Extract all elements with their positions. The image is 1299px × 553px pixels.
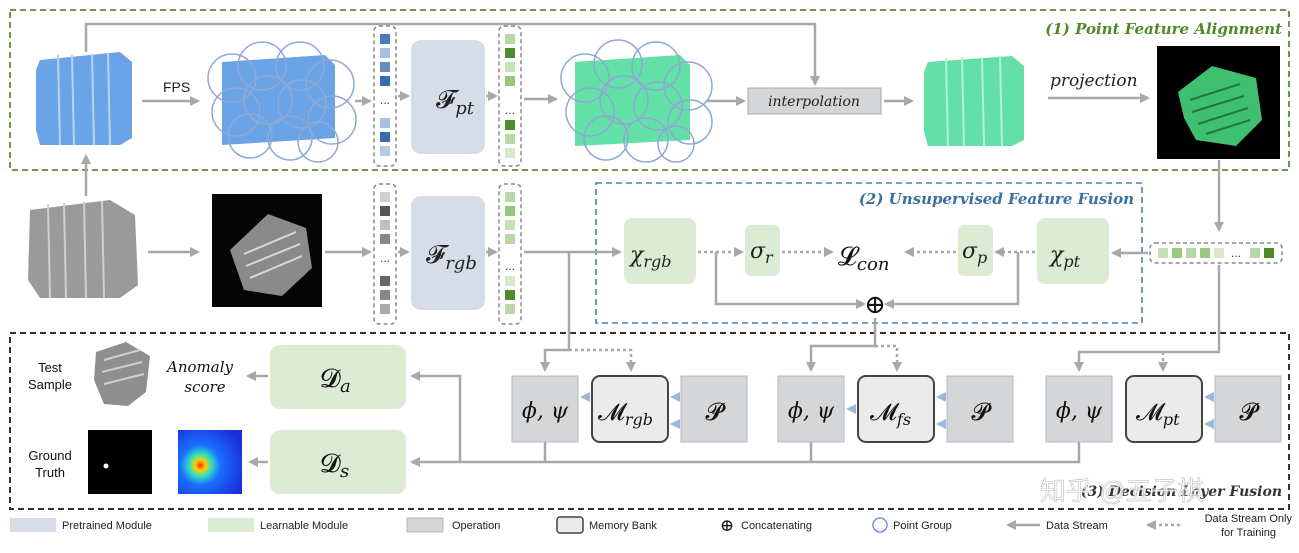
- legend-training-stream-label-1: Data Stream Only: [1205, 513, 1293, 525]
- rgb-input-tokens: ...: [373, 183, 397, 325]
- legend-point-group-icon: [872, 517, 888, 533]
- legend-pretrained-swatch: [10, 518, 56, 532]
- arrow-rgb-down-to-decision: [540, 252, 571, 372]
- legend-learnable-label: Learnable Module: [260, 520, 348, 532]
- m-pt-label: 𝓜pt: [1136, 398, 1180, 429]
- legend-operation-swatch: [406, 517, 444, 533]
- point-cloud-green: [924, 55, 1024, 147]
- watermark: 知乎 @五子棋: [1040, 476, 1204, 506]
- concat-icon: ⊕: [864, 290, 886, 320]
- learnable-sigma-p-box: [958, 225, 993, 276]
- svg-text:...: ...: [505, 259, 515, 273]
- m-fs-label: 𝓜fs: [870, 398, 911, 429]
- phi-psi-rgb-label: ϕ, ψ: [522, 399, 569, 424]
- arrow-rgb-train-to-mrgb: [569, 348, 636, 372]
- ds-label: 𝓓s: [320, 449, 349, 482]
- arrow-concat-train-to-mfs: [875, 344, 902, 372]
- pt-projected-tokens: ...: [1149, 242, 1283, 264]
- anomaly-score-line2: score: [184, 378, 225, 396]
- memory-bank-pt: [1125, 375, 1203, 443]
- op-phi-psi-pt: [1045, 375, 1113, 443]
- legend-memory-label: Memory Bank: [589, 520, 657, 532]
- pretrained-fpt-box: [411, 40, 485, 154]
- chi-pt-label: χpt: [1048, 243, 1081, 271]
- p-rgb-label: 𝓟: [705, 398, 726, 426]
- op-p-fs: [946, 375, 1014, 443]
- p-pt-label: 𝓟: [1239, 398, 1260, 426]
- arrow-pt-down-to-decision: [1074, 265, 1221, 372]
- section-point-alignment-title: (1) Point Feature Alignment: [1045, 20, 1282, 38]
- memory-bank-rgb: [591, 375, 669, 443]
- arrow-chi-rgb-to-concat: [714, 252, 866, 309]
- legend-point-group-label: Point Group: [893, 520, 952, 532]
- da-label: 𝓓a: [320, 364, 351, 397]
- projected-feature-map: [1157, 46, 1280, 159]
- op-phi-psi-fs: [777, 375, 845, 443]
- svg-text:...: ...: [380, 93, 390, 107]
- test-sample-line1: Test: [38, 360, 62, 375]
- legend-training-stream-label-2: for Training: [1221, 527, 1276, 539]
- legend: Pretrained Module Learnable Module Opera…: [10, 513, 1292, 539]
- ground-truth-mask: [88, 430, 152, 494]
- p-fs-label: 𝓟: [971, 398, 992, 426]
- phi-psi-fs-label: ϕ, ψ: [788, 399, 835, 424]
- sigma-p-label: σp: [962, 239, 987, 267]
- svg-text:...: ...: [1231, 246, 1241, 260]
- point-cloud-blue: [36, 52, 132, 146]
- test-sample-line2: Sample: [28, 377, 72, 392]
- arrow-chi-pt-to-concat: [884, 252, 1020, 309]
- m-rgb-label: 𝓜rgb: [598, 398, 653, 429]
- section-feature-fusion-title: (2) Unsupervised Feature Fusion: [859, 190, 1134, 208]
- test-sample-image: [94, 342, 150, 406]
- op-phi-psi-rgb: [511, 375, 579, 443]
- legend-learnable-swatch: [208, 518, 254, 532]
- svg-text:...: ...: [380, 251, 390, 265]
- op-p-pt: [1214, 375, 1282, 443]
- rgb-output-tokens: ...: [498, 183, 522, 325]
- point-cloud-gray: [28, 200, 138, 299]
- sigma-r-label: σr: [750, 239, 774, 267]
- pt-output-tokens: ...: [498, 25, 522, 167]
- rgb-image: [212, 194, 322, 307]
- pretrained-frgb-box: [411, 196, 485, 310]
- arrow-skip-to-interpolation: [84, 22, 820, 86]
- point-cloud-grouped-blue: [207, 41, 357, 163]
- memory-bank-fs: [857, 375, 935, 443]
- legend-concat-icon: ⊕: [720, 516, 734, 536]
- anomaly-score-line1: Anomaly: [165, 358, 233, 376]
- loss-con-label: 𝓛con: [838, 242, 889, 275]
- legend-data-stream-label: Data Stream: [1046, 520, 1108, 532]
- interpolation-op: [747, 87, 882, 115]
- anomaly-heatmap: [178, 430, 242, 494]
- fps-label: FPS: [163, 79, 190, 95]
- arrow-to-da: [410, 371, 462, 462]
- learnable-ds-box: [270, 430, 406, 494]
- legend-pretrained-label: Pretrained Module: [62, 520, 152, 532]
- phi-psi-pt-label: ϕ, ψ: [1056, 399, 1103, 424]
- arrow-concat-down-to-decision: [806, 318, 877, 372]
- section-decision-fusion-frame: [9, 332, 1290, 510]
- interpolation-label: interpolation: [768, 94, 860, 110]
- projection-label: projection: [1050, 71, 1138, 91]
- legend-memory-swatch: [556, 516, 584, 534]
- op-p-rgb: [680, 375, 748, 443]
- legend-concat-label: Concatenating: [741, 520, 812, 532]
- section-decision-fusion-title: (3) Decision Layer Fusion: [1081, 484, 1282, 500]
- chi-rgb-label: χrgb: [628, 243, 671, 271]
- learnable-chi-pt-box: [1037, 218, 1109, 284]
- legend-operation-label: Operation: [452, 520, 500, 532]
- learnable-sigma-r-box: [745, 225, 780, 276]
- pt-input-tokens: ...: [373, 25, 397, 167]
- ground-truth-line1: Ground: [28, 448, 71, 463]
- svg-text:...: ...: [505, 103, 515, 117]
- learnable-da-box: [270, 345, 406, 409]
- point-cloud-grouped-green: [560, 39, 713, 163]
- learnable-chi-rgb-box: [624, 218, 696, 284]
- arrow-phi-outputs-to-ds: [410, 442, 1081, 467]
- ground-truth-line2: Truth: [35, 465, 65, 480]
